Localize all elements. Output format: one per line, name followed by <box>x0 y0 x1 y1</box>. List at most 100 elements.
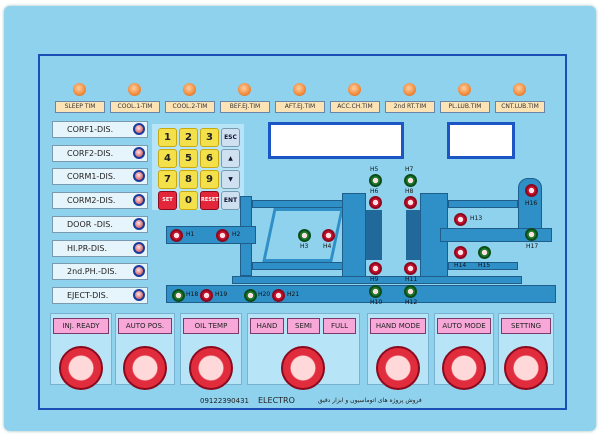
indicator-h15-lamp <box>478 246 491 259</box>
indicator-h6-label: H6 <box>370 188 379 195</box>
key-esc[interactable]: ESC <box>221 128 240 147</box>
indicator-h15-label: H15 <box>478 262 491 269</box>
key-6[interactable]: 6 <box>200 149 219 168</box>
timer-lamp <box>293 83 306 96</box>
timer-lamp <box>513 83 526 96</box>
auto-mode-label: AUTO MODE <box>437 318 491 334</box>
eject-dis-button[interactable]: EJECT-DIS. <box>52 287 148 304</box>
indicator-h20-label: H20 <box>258 291 271 298</box>
key-7[interactable]: 7 <box>158 170 177 189</box>
oil-temp-button[interactable] <box>189 346 233 390</box>
timer-lamp <box>128 83 141 96</box>
indicator-h21-lamp <box>272 289 285 302</box>
machine-moving-platen <box>342 193 366 283</box>
indicator-h12-label: H12 <box>405 299 418 306</box>
machine-tie-bar-top <box>252 200 352 208</box>
key-4[interactable]: 4 <box>158 149 177 168</box>
inj-ready-label: INJ. READY <box>53 318 109 334</box>
key-0[interactable]: 0 <box>179 191 198 210</box>
machine-mould-left <box>366 210 382 260</box>
indicator-h4-lamp <box>322 229 335 242</box>
corm2-dis-button[interactable]: CORM2-DIS. <box>52 192 148 209</box>
key-ent[interactable]: ENT <box>221 191 240 210</box>
indicator-h16-label: H16 <box>525 200 538 207</box>
timer-lamp <box>458 83 471 96</box>
timer-sleep[interactable]: SLEEP TIM <box>55 83 105 113</box>
indicator-h16-lamp <box>525 184 538 197</box>
timer-cool2[interactable]: COOL.2-TIM <box>165 83 215 113</box>
indicator-h2-lamp <box>216 229 229 242</box>
auto-pos-label: AUTO POS. <box>118 318 172 334</box>
corm1-dis-button[interactable]: CORM1-DIS. <box>52 168 148 185</box>
setting-label: SETTING <box>501 318 551 334</box>
dis-lamp <box>133 170 145 182</box>
2nd-ph-dis-button[interactable]: 2nd.PH.-DIS. <box>52 263 148 280</box>
dis-label: CORM2-DIS. <box>67 196 116 205</box>
indicator-h17-label: H17 <box>526 243 539 250</box>
key-set[interactable]: SET <box>158 191 177 210</box>
indicator-h19-label: H19 <box>215 291 228 298</box>
indicator-h5-lamp <box>369 174 382 187</box>
indicator-h2-label: H2 <box>232 231 241 238</box>
timer-pl-lub[interactable]: PL.LUB.TIM <box>440 83 490 113</box>
timer-lamp <box>183 83 196 96</box>
indicator-h10-lamp <box>369 285 382 298</box>
timer-label: CNT.LUB.TIM <box>495 101 545 113</box>
timer-label: COOL.2-TIM <box>165 101 215 113</box>
indicator-h18-lamp <box>172 289 185 302</box>
indicator-h5-label: H5 <box>370 166 379 173</box>
indicator-h14-label: H14 <box>454 262 467 269</box>
secondary-display <box>447 122 515 159</box>
hand-mode-button[interactable] <box>376 346 420 390</box>
footer-phone: 09122390431 <box>200 397 249 405</box>
inj-ready-button[interactable] <box>59 346 103 390</box>
timer-label: AFT.EJ.TIM <box>275 101 325 113</box>
key-2[interactable]: 2 <box>179 128 198 147</box>
oil-temp-label: OIL TEMP <box>183 318 239 334</box>
timer-2nd-rt[interactable]: 2nd RT.TIM <box>385 83 435 113</box>
timer-label: SLEEP TIM <box>55 101 105 113</box>
hand-mode-label: HAND MODE <box>370 318 426 334</box>
key-3[interactable]: 3 <box>200 128 219 147</box>
corf1-dis-button[interactable]: CORF1-DIS. <box>52 121 148 138</box>
timer-aft-ej[interactable]: AFT.EJ.TIM <box>275 83 325 113</box>
timer-cnt-lub[interactable]: CNT.LUB.TIM <box>495 83 545 113</box>
key-reset[interactable]: RESET <box>200 191 219 210</box>
key-5[interactable]: 5 <box>179 149 198 168</box>
corf2-dis-button[interactable]: CORF2-DIS. <box>52 145 148 162</box>
machine-base-rail <box>232 276 522 284</box>
timer-label: PL.LUB.TIM <box>440 101 490 113</box>
key-up[interactable]: ▲ <box>221 149 240 168</box>
timer-cool1[interactable]: COOL.1-TIM <box>110 83 160 113</box>
key-down[interactable]: ▼ <box>221 170 240 189</box>
timer-lamp <box>403 83 416 96</box>
footer-brand: ELECTRO <box>258 396 295 405</box>
indicator-h8-lamp <box>404 196 417 209</box>
machine-tie-bar-bottom <box>252 262 352 270</box>
door-dis-button[interactable]: DOOR -DIS. <box>52 216 148 233</box>
indicator-h14-lamp <box>454 246 467 259</box>
dis-label: DOOR -DIS. <box>67 220 113 229</box>
key-8[interactable]: 8 <box>179 170 198 189</box>
indicator-h19-lamp <box>200 289 213 302</box>
hand-semi-full-selector[interactable] <box>281 346 325 390</box>
timer-lamp <box>348 83 361 96</box>
timer-acc-ch[interactable]: ACC.CH.TIM <box>330 83 380 113</box>
footer-persian-text: فروش پروژه های اتوماسیون و ابزار دقیق <box>318 397 422 404</box>
indicator-h9-label: H9 <box>370 276 379 283</box>
hi-pr-dis-button[interactable]: HI.PR-DIS. <box>52 240 148 257</box>
indicator-h1-label: H1 <box>186 231 195 238</box>
auto-mode-button[interactable] <box>442 346 486 390</box>
machine-tie-bar-right-bottom <box>448 262 518 270</box>
indicator-h6-lamp <box>369 196 382 209</box>
auto-pos-button[interactable] <box>123 346 167 390</box>
timer-bef-ej[interactable]: BEF.EJ.TIM <box>220 83 270 113</box>
setting-button[interactable] <box>504 346 548 390</box>
indicator-h21-label: H21 <box>287 291 300 298</box>
timer-lamp <box>73 83 86 96</box>
key-9[interactable]: 9 <box>200 170 219 189</box>
dis-label: HI.PR-DIS. <box>67 244 108 253</box>
key-1[interactable]: 1 <box>158 128 177 147</box>
panel-frame <box>38 54 567 410</box>
indicator-h11-lamp <box>404 262 417 275</box>
